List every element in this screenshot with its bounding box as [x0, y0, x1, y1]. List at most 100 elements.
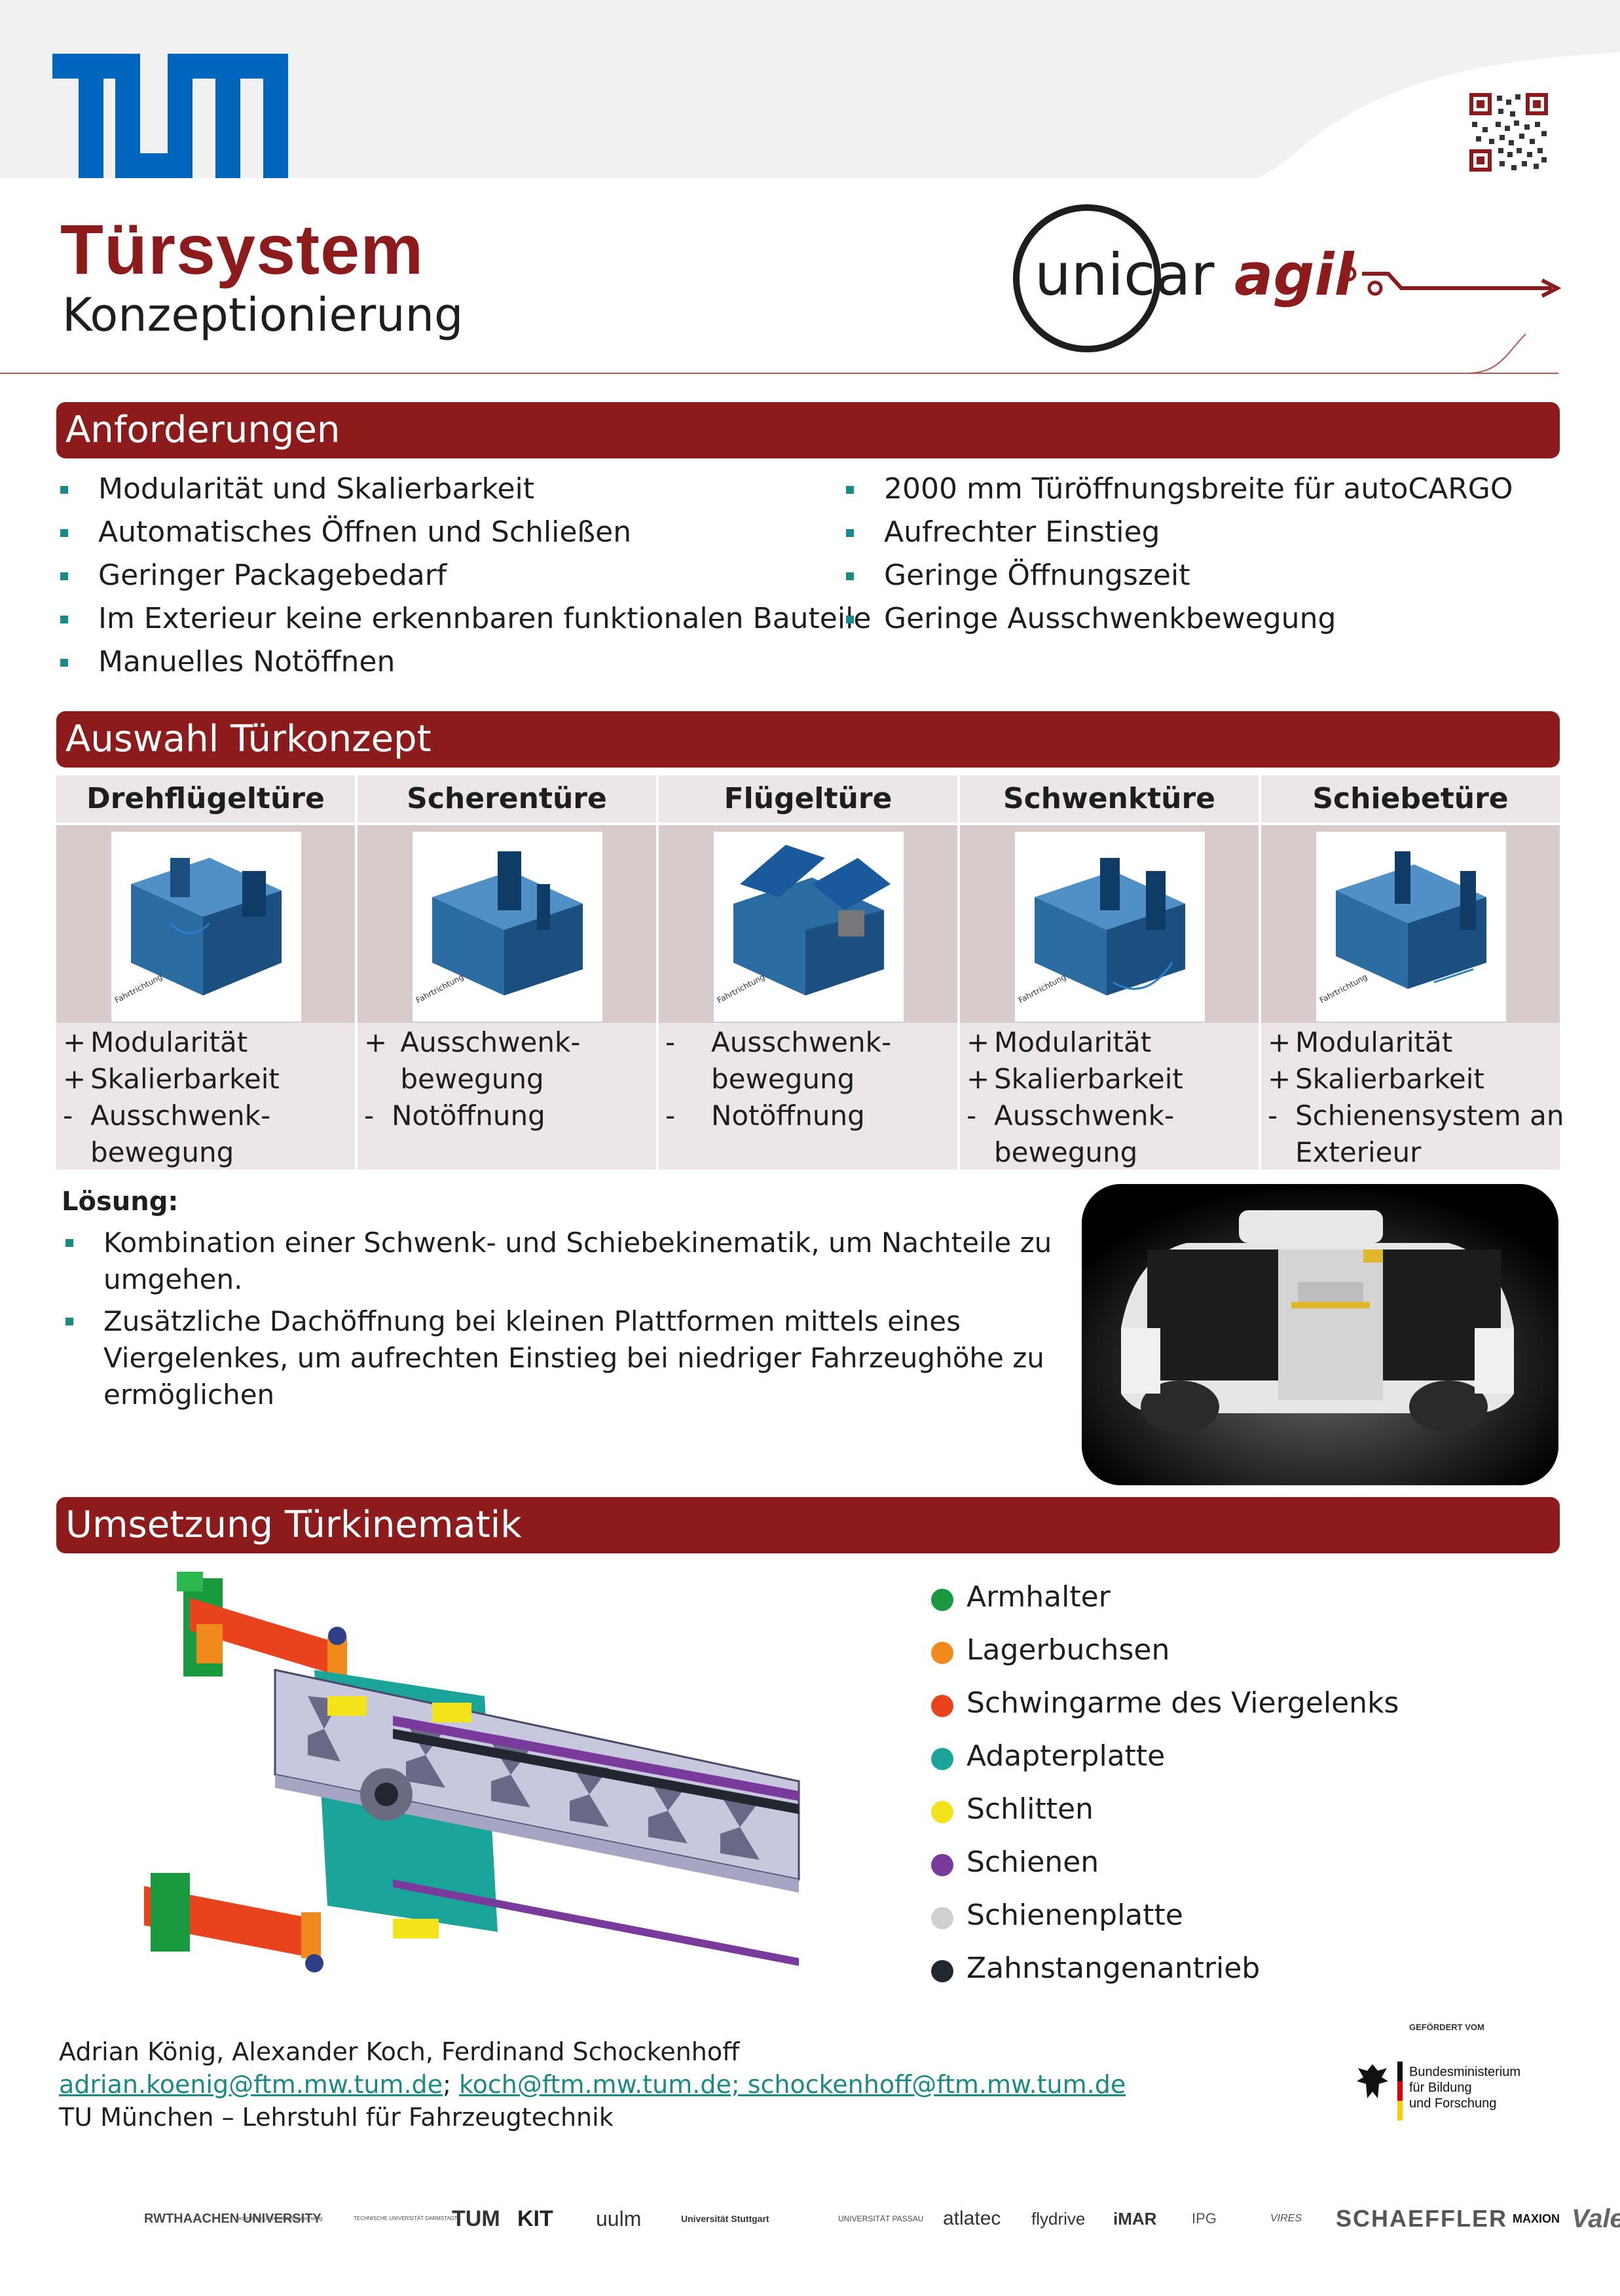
concept-column-fluegeltuere: Flügeltüre Fahrtrichtung -Ausschwenk- be…: [659, 775, 957, 1170]
qr-code-icon[interactable]: [1469, 93, 1548, 172]
pros-cons-row: bewegung: [90, 1136, 234, 1168]
bullet-icon: [60, 529, 68, 537]
partner-logo-kit: KIT: [517, 2206, 553, 2231]
partner-logo-uulm: uulm: [596, 2207, 642, 2231]
list-item: Automatisches Öffnen und Schließen: [56, 511, 871, 554]
concept-table: Drehflügeltüre Fahrtrichtung +Modularitä…: [56, 775, 1564, 1171]
concept-column-schiebetuere: Schiebetüre Fahrtrichtung +Modularität +…: [1261, 775, 1564, 1171]
pros-cons-row: -Notöffnung: [364, 1100, 545, 1132]
partner-logo-imar: iMAR: [1113, 2209, 1157, 2229]
unicar-logo-text: unicar: [1035, 241, 1215, 308]
email-link-koenig[interactable]: adrian.koenig@ftm.mw.tum.de: [59, 2070, 443, 2099]
institute: TU München – Lehrstuhl für Fahrzeugtechn…: [59, 2103, 614, 2132]
funding-ministry-line3: und Forschung: [1409, 2096, 1497, 2111]
svg-text:agil: agil: [1234, 241, 1355, 308]
bullet-icon: [65, 1239, 73, 1247]
concept-name: Scherentüre: [358, 775, 656, 823]
legend-item-zahnstangenantrieb: Zahnstangenantrieb: [930, 1947, 1399, 2000]
concept-column-drehfluegeltuere: Drehflügeltüre Fahrtrichtung +Modularitä…: [56, 775, 355, 1170]
list-item: Modularität und Skalierbarkeit: [56, 468, 871, 511]
pros-cons-row: bewegung: [711, 1063, 855, 1095]
requirements-list-right: 2000 mm Türöffnungsbreite für autoCARGO …: [842, 468, 1513, 640]
kinematics-legend: Armhalter Lagerbuchsen Schwingarme des V…: [930, 1576, 1399, 2000]
pros-cons-row: bewegung: [994, 1136, 1138, 1168]
legend-dot-icon: [931, 1960, 953, 1982]
concept-name: Drehflügeltüre: [56, 775, 355, 823]
concept-name: Flügeltüre: [659, 775, 957, 823]
bullet-icon: [65, 1318, 73, 1325]
requirements-list-left: Modularität und Skalierbarkeit Automatis…: [56, 468, 871, 684]
fluegeltuere-cad-image: Fahrtrichtung: [714, 832, 904, 1022]
legend-dot-icon: [931, 1695, 953, 1717]
bullet-icon: [846, 486, 854, 494]
list-item: 2000 mm Türöffnungsbreite für autoCARGO: [842, 468, 1513, 511]
tum-logo: [52, 54, 288, 178]
pros-cons-row: -Ausschwenk-: [63, 1100, 271, 1132]
list-item: Geringer Packagebedarf: [56, 554, 871, 597]
drehfluegeltuere-cad-image: Fahrtrichtung: [111, 832, 301, 1022]
partner-logo-ipg: IPG: [1192, 2210, 1217, 2227]
bullet-icon: [846, 616, 854, 623]
partner-logo-tu-braunschweig: Technische Universität Braunschweig: [236, 2215, 323, 2221]
list-item: Manuelles Notöffnen: [56, 640, 871, 684]
pros-cons-list: -Ausschwenk- bewegung -Notöffnung: [659, 1024, 957, 1134]
page-title: Türsystem: [60, 210, 424, 289]
door-kinematic-cad-image: [144, 1572, 800, 1972]
partner-logo-valeo: Valeo: [1572, 2204, 1620, 2233]
partner-logo-schaeffler: SCHAEFFLER: [1336, 2205, 1507, 2232]
pros-cons-list: +Modularität +Skalierbarkeit -Ausschwenk…: [56, 1024, 355, 1171]
legend-dot-icon: [931, 1642, 953, 1664]
pros-cons-row: +Modularität: [1268, 1026, 1453, 1058]
schiebetuere-cad-image: Fahrtrichtung: [1316, 832, 1506, 1022]
bullet-icon: [60, 616, 68, 623]
header-divider: [0, 333, 1558, 374]
partner-logo-rwth: RWTHAACHEN UNIVERSITY: [144, 2212, 322, 2226]
section-header-umsetzung: Umsetzung Türkinematik: [56, 1497, 1560, 1553]
pros-cons-row: -Ausschwenk-: [966, 1100, 1175, 1132]
bullet-icon: [60, 659, 68, 667]
list-item: Geringe Öffnungszeit: [842, 554, 1513, 597]
funding-ministry-line1: Bundesministerium: [1409, 2065, 1521, 2079]
partner-logo-uni-stuttgart: Universität Stuttgart: [681, 2213, 769, 2224]
list-item: Im Exterieur keine erkennbaren funktiona…: [56, 597, 871, 640]
scherentuere-cad-image: Fahrtrichtung: [413, 832, 602, 1022]
author-emails: adrian.koenig@ftm.mw.tum.de; koch@ftm.mw…: [59, 2070, 1126, 2099]
bullet-icon: [60, 572, 68, 580]
legend-item-adapterplatte: Adapterplatte: [930, 1735, 1399, 1788]
email-link-koch-schockenhoff[interactable]: koch@ftm.mw.tum.de; schockenhoff@ftm.mw.…: [458, 2070, 1126, 2099]
partner-logo-uni-passau: UNIVERSITÄT PASSAU: [838, 2214, 924, 2223]
legend-item-schlitten: Schlitten: [930, 1788, 1399, 1841]
partner-logo-vires: VIRES: [1270, 2213, 1302, 2224]
pros-cons-row: +Skalierbarkeit: [1268, 1063, 1484, 1095]
unicar-agil-logo: unicar agil: [1013, 204, 1562, 352]
page-subtitle: Konzeptionierung: [62, 288, 464, 342]
legend-dot-icon: [931, 1801, 953, 1823]
concept-column-scherentuere: Scherentüre Fahrtrichtung + Ausschwenk- …: [358, 775, 656, 1170]
pros-cons-row: + Ausschwenk-: [364, 1026, 581, 1058]
pros-cons-list: +Modularität +Skalierbarkeit -Schienensy…: [1261, 1024, 1564, 1171]
partner-logo-flydrive: flydrive: [1031, 2209, 1086, 2229]
pros-cons-row: +Modularität: [966, 1026, 1152, 1058]
legend-item-lagerbuchsen: Lagerbuchsen: [930, 1629, 1399, 1682]
bullet-icon: [846, 572, 854, 580]
partner-logos: RWTHAACHEN UNIVERSITY Technische Univers…: [131, 2193, 1620, 2245]
pros-cons-row: -Schienensystem an: [1268, 1100, 1564, 1132]
vehicle-render-image: [1082, 1184, 1558, 1485]
list-item: Kombination einer Schwenk- und Schiebeki…: [62, 1225, 1083, 1298]
federal-eagle-icon: [1357, 2064, 1388, 2098]
solution-label: Lösung:: [62, 1187, 179, 1217]
pros-cons-row: -Ausschwenk-: [665, 1026, 892, 1058]
pros-cons-row: -Notöffnung: [665, 1100, 865, 1132]
concept-name: Schwenktüre: [960, 775, 1259, 823]
legend-dot-icon: [931, 1748, 953, 1770]
pros-cons-list: +Modularität +Skalierbarkeit -Ausschwenk…: [960, 1024, 1259, 1171]
partner-logo-tum: TUM: [452, 2206, 500, 2231]
partner-logo-maxion: MAXION: [1513, 2212, 1560, 2225]
pros-cons-row: bewegung: [392, 1063, 544, 1095]
pros-cons-row: +Skalierbarkeit: [966, 1063, 1183, 1095]
pros-cons-row: +Modularität: [63, 1026, 248, 1058]
authors: Adrian König, Alexander Koch, Ferdinand …: [59, 2037, 740, 2066]
bullet-icon: [846, 529, 854, 537]
section-header-auswahl: Auswahl Türkonzept: [56, 711, 1560, 768]
section-header-anforderungen: Anforderungen: [56, 402, 1560, 458]
